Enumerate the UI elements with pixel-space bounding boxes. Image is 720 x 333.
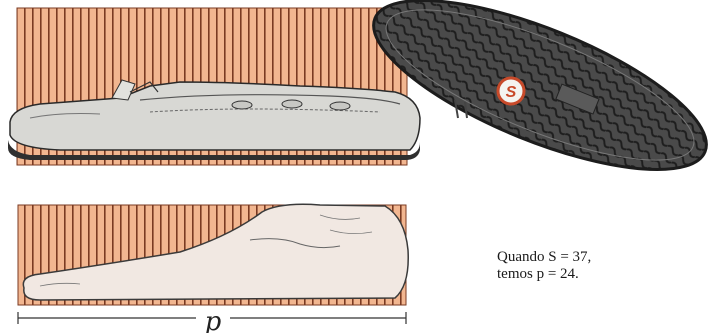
caption-line-2: temos p = 24. [497, 266, 591, 283]
foot-length-label: p [205, 307, 222, 333]
caption: Quando S = 37, temos p = 24. [497, 249, 591, 283]
sole-size-letter: S [506, 84, 517, 101]
caption-line-1: Quando S = 37, [497, 249, 591, 266]
